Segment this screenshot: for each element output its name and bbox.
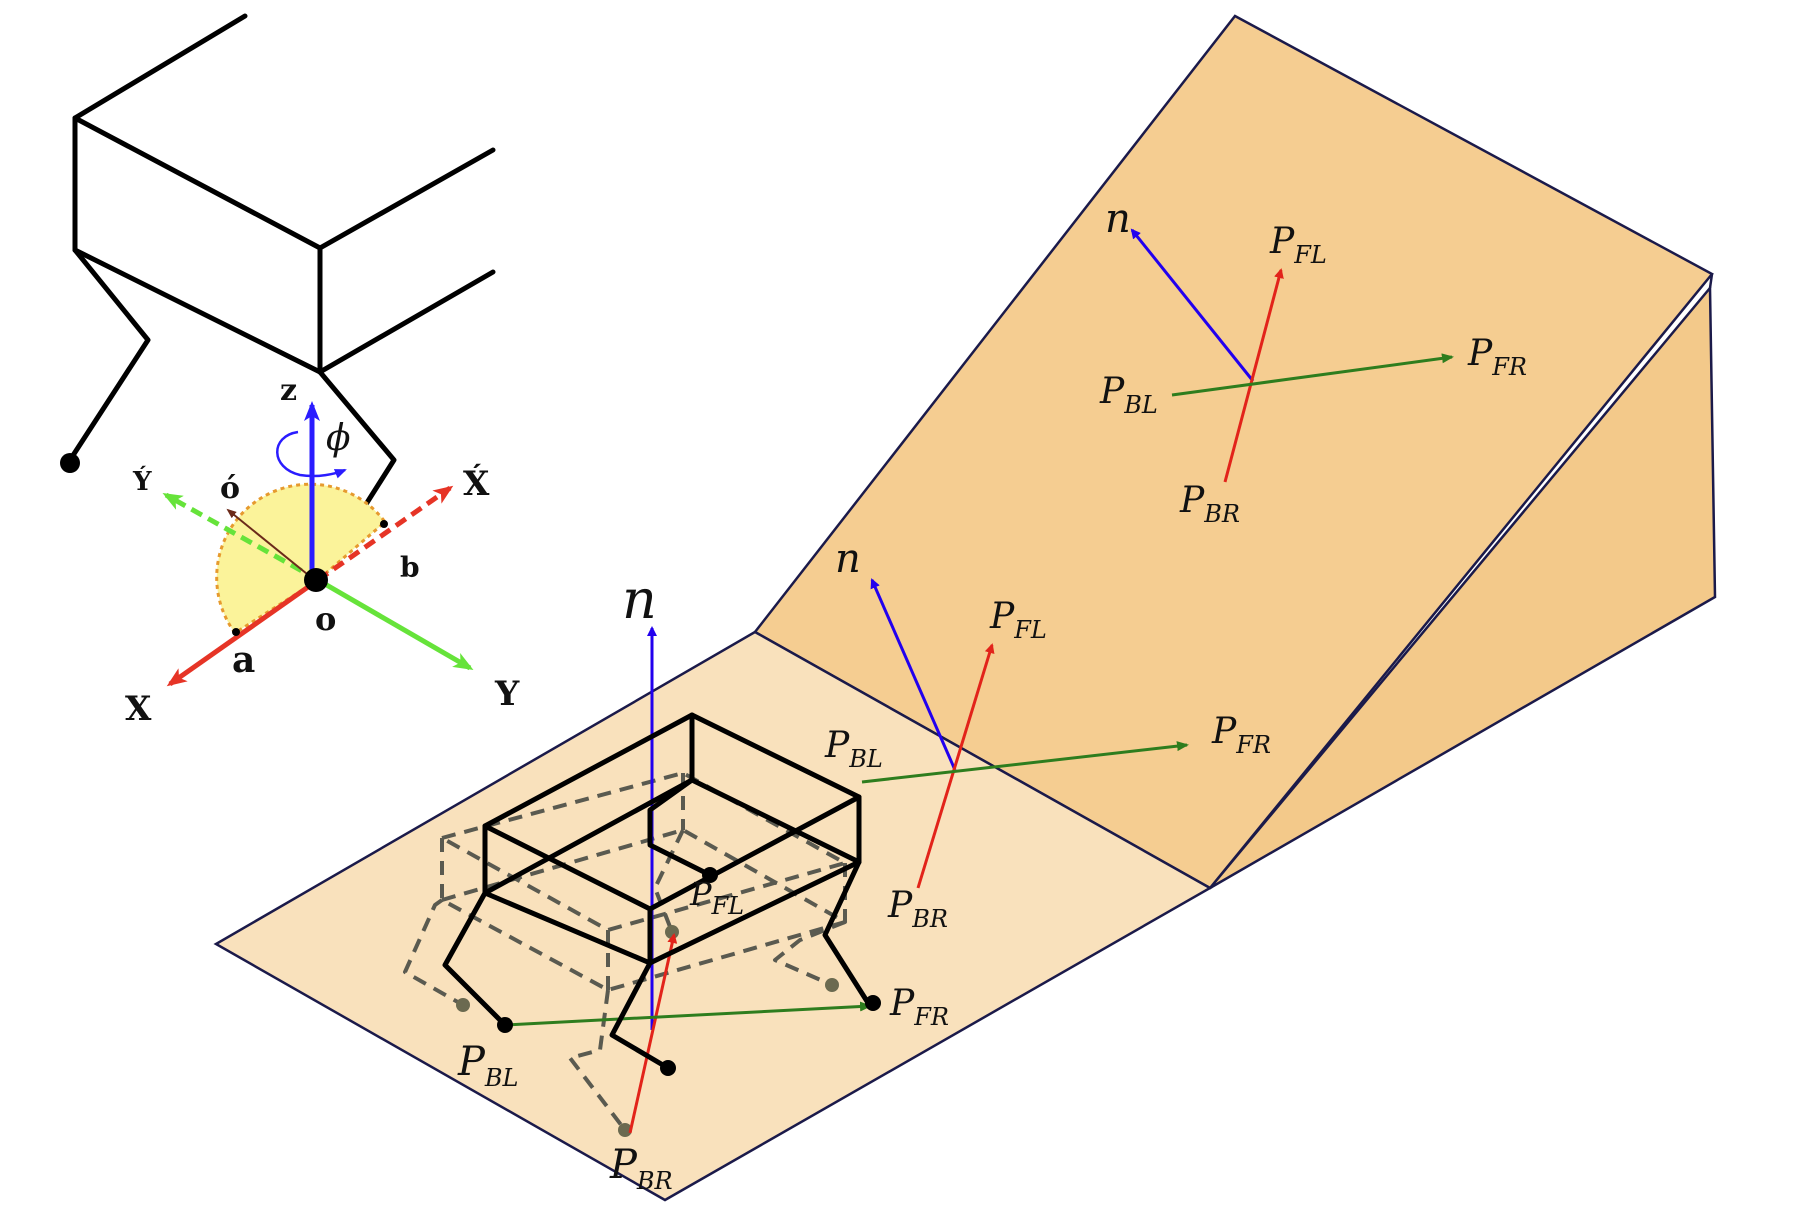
rotation-sector [215, 482, 388, 636]
flat-p-bl-label: PBL [457, 1039, 519, 1092]
axis-x-label: X [125, 689, 152, 729]
foot-fl [702, 867, 718, 883]
axis-y-label: Y [494, 674, 520, 714]
transition-left-right-vector [861, 741, 1189, 784]
terrain [213, 14, 1717, 1202]
flat-p-fr-label: PFR [889, 983, 949, 1031]
transition-front-back-vector [916, 643, 995, 889]
foot-br [660, 1060, 676, 1076]
ramp-p-fl-label: PFL [1269, 221, 1327, 269]
transition-p-fl-label: PFL [989, 596, 1047, 644]
point-a-label: a [232, 639, 255, 681]
ramp-left-right-vector [1171, 353, 1454, 397]
robot-body [442, 712, 873, 1071]
robot-feet [497, 867, 881, 1076]
ramp-p-bl-label: PBL [1099, 371, 1158, 419]
flat-p-fl-label: PFL [689, 875, 744, 920]
ghost-feet [456, 925, 839, 1137]
transition-p-bl-label: PBL [824, 725, 883, 773]
ramp-vectors [1130, 228, 1454, 483]
transition-normal-vector [870, 578, 957, 771]
flat-left-right-vector [504, 1001, 872, 1027]
axis-y-prime-label: Ý [132, 465, 152, 497]
point-b-label: b [400, 551, 420, 584]
origin-label: o [315, 600, 336, 638]
ramp-front-back-vector [1223, 268, 1284, 483]
ramp-normal-vector [1130, 228, 1255, 382]
flat-normal-label: n [622, 568, 657, 631]
axis-x [166, 577, 320, 687]
origin-prime-vector [226, 508, 313, 579]
origin-point [304, 568, 328, 592]
point-a-dot [232, 628, 240, 636]
flat-plane [213, 630, 1213, 1202]
axis-x-prime-label: X́ [463, 463, 490, 504]
foot-bl [497, 1017, 513, 1033]
transition-p-br-label: PBR [887, 885, 948, 933]
inset-foot [60, 453, 80, 473]
axis-y-prime [162, 492, 320, 583]
transition-vectors [861, 578, 1189, 889]
flat-front-back-vector [628, 933, 678, 1134]
inset-leg-detail: z ϕ Ý ó X́ b o a X Y [60, 13, 520, 729]
origin-prime-label: ó [220, 471, 240, 506]
axis-z-label: z [280, 373, 297, 408]
angle-label: ϕ [326, 418, 351, 459]
point-b-dot [380, 520, 388, 528]
ramp-p-br-label: PBR [1179, 480, 1240, 528]
transition-p-fr-label: PFR [1211, 711, 1271, 759]
ramp-p-fr-label: PFR [1467, 333, 1527, 381]
foot-fr [865, 995, 881, 1011]
ramp-side-face [1209, 284, 1717, 890]
flat-p-br-label: PBR [609, 1142, 673, 1195]
axis-y [316, 577, 474, 671]
transition-normal-label: n [835, 536, 861, 582]
ramp-normal-label: n [1105, 196, 1131, 242]
axis-x-prime [316, 485, 454, 583]
rotation-arrow [276, 430, 347, 479]
